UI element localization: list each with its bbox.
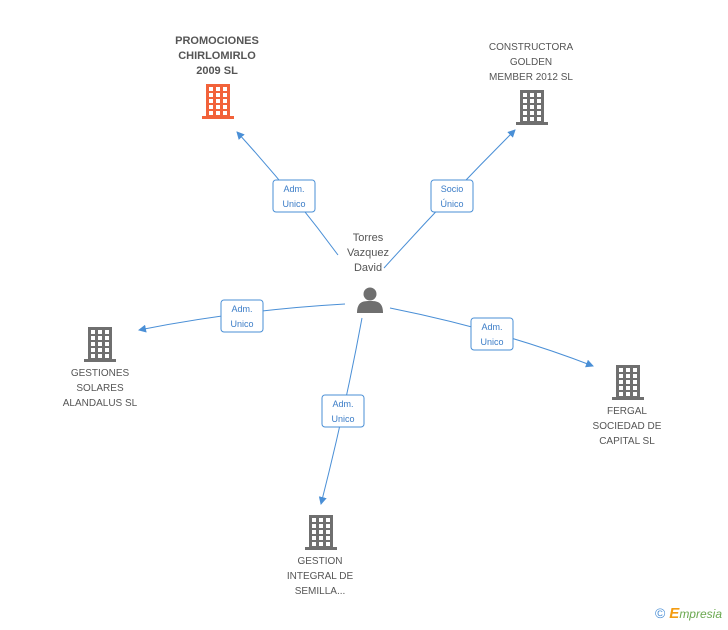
company-label-line: SEMILLA... bbox=[295, 586, 346, 597]
role-badge-gestiones[interactable]: Adm. Unico bbox=[220, 299, 264, 333]
person-name-line: Vazquez bbox=[347, 247, 389, 259]
role-label-line: Adm. bbox=[332, 399, 353, 409]
company-label-line: INTEGRAL DE bbox=[287, 571, 354, 582]
role-label-line: Socio bbox=[441, 184, 464, 194]
role-label-line: Adm. bbox=[481, 322, 502, 332]
building-icon-fergal[interactable] bbox=[612, 365, 644, 400]
role-label-line: Unico bbox=[331, 414, 354, 424]
company-label-line: CHIRLOMIRLO bbox=[178, 50, 256, 62]
company-label-line: GESTIONES bbox=[71, 368, 130, 379]
building-icon-gestiones[interactable] bbox=[84, 327, 116, 362]
company-label-line: SOCIEDAD DE bbox=[593, 421, 662, 432]
role-label-line: Único bbox=[440, 199, 463, 209]
person-icon[interactable] bbox=[357, 287, 383, 314]
building-icon-constructora[interactable] bbox=[516, 90, 548, 125]
brand-initial: E bbox=[669, 605, 680, 622]
building-icon-gestion[interactable] bbox=[305, 515, 337, 550]
company-label-line: ALANDALUS SL bbox=[63, 398, 138, 409]
building-icon-promociones[interactable] bbox=[202, 84, 234, 119]
role-badge-gestion[interactable]: Adm. Unico bbox=[321, 394, 365, 428]
footer-brand: ©Empresia bbox=[655, 605, 722, 622]
company-label-line: CONSTRUCTORA bbox=[489, 42, 574, 53]
person-name-line: David bbox=[354, 262, 382, 274]
role-label-line: Unico bbox=[230, 319, 253, 329]
company-label-line: 2009 SL bbox=[196, 65, 238, 77]
role-badge-promociones[interactable]: Adm. Unico bbox=[272, 179, 316, 213]
role-badge-fergal[interactable]: Adm. Unico bbox=[470, 317, 514, 351]
company-label-fergal[interactable]: FERGAL SOCIEDAD DE CAPITAL SL bbox=[593, 406, 662, 447]
copyright-icon: © bbox=[654, 605, 666, 621]
company-label-line: MEMBER 2012 SL bbox=[489, 72, 573, 83]
company-label-line: SOLARES bbox=[76, 383, 124, 394]
company-label-gestion[interactable]: GESTION INTEGRAL DE SEMILLA... bbox=[287, 556, 354, 597]
company-label-line: FERGAL bbox=[607, 406, 647, 417]
company-label-line: PROMOCIONES bbox=[175, 35, 259, 47]
brand-name: mpresia bbox=[679, 607, 722, 621]
person-name-line: Torres bbox=[353, 232, 384, 244]
company-label-line: GOLDEN bbox=[510, 57, 552, 68]
role-label-line: Adm. bbox=[283, 184, 304, 194]
company-label-line: GESTION bbox=[297, 556, 342, 567]
company-label-gestiones[interactable]: GESTIONES SOLARES ALANDALUS SL bbox=[63, 368, 138, 409]
role-label-line: Unico bbox=[480, 337, 503, 347]
company-label-line: CAPITAL SL bbox=[599, 436, 655, 447]
role-label-line: Unico bbox=[282, 199, 305, 209]
role-label-line: Adm. bbox=[231, 304, 252, 314]
company-label-constructora[interactable]: CONSTRUCTORA GOLDEN MEMBER 2012 SL bbox=[489, 42, 574, 83]
company-label-promociones[interactable]: PROMOCIONES CHIRLOMIRLO 2009 SL bbox=[175, 35, 259, 77]
